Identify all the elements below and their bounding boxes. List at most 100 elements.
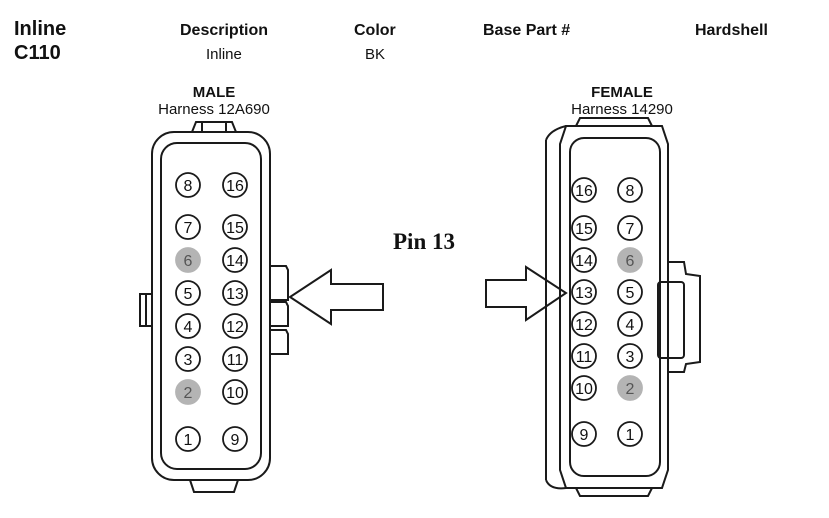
pin-circle bbox=[571, 343, 597, 369]
pin-circle bbox=[175, 426, 201, 452]
female-pin-13: 13 bbox=[571, 279, 597, 305]
color-header: Color bbox=[354, 22, 396, 39]
pin-circle bbox=[617, 311, 643, 337]
male-pin-14: 14 bbox=[222, 247, 248, 273]
female-pin-8: 8 bbox=[617, 177, 643, 203]
pin-circle bbox=[175, 379, 201, 405]
pin-number: 16 bbox=[226, 178, 244, 195]
pin-number: 5 bbox=[184, 286, 193, 303]
female-pin-7: 7 bbox=[617, 215, 643, 241]
pin-number: 14 bbox=[575, 253, 593, 270]
female-pin-14: 14 bbox=[571, 247, 597, 273]
male-harness: Harness 12A690 bbox=[158, 101, 270, 118]
pin-circle bbox=[571, 311, 597, 337]
pin-circle bbox=[222, 172, 248, 198]
pin-circle bbox=[222, 247, 248, 273]
pin-number: 4 bbox=[184, 319, 193, 336]
pin-circle bbox=[571, 247, 597, 273]
pin-circle bbox=[222, 280, 248, 306]
pin-circle bbox=[175, 346, 201, 372]
pin-number: 13 bbox=[226, 286, 244, 303]
connector-name-line1: Inline bbox=[14, 18, 67, 40]
pin-number: 12 bbox=[575, 317, 593, 334]
male-pin-7: 7 bbox=[175, 214, 201, 240]
pin-number: 15 bbox=[226, 220, 244, 237]
female-pin-3: 3 bbox=[617, 343, 643, 369]
hardshell-header: Hardshell bbox=[695, 22, 768, 39]
pin-circle bbox=[617, 177, 643, 203]
pin-number: 6 bbox=[626, 253, 635, 270]
female-pin-11: 11 bbox=[571, 343, 597, 369]
female-pin-12: 12 bbox=[571, 311, 597, 337]
color-value: BK bbox=[365, 46, 386, 63]
male-pin-grid: 8 7 6 5 4 3 2 1 16 15 14 13 12 11 10 9 bbox=[175, 172, 248, 452]
male-pin-1: 1 bbox=[175, 426, 201, 452]
female-connector-body bbox=[545, 117, 701, 497]
pin-number: 7 bbox=[184, 220, 193, 237]
pin-number: 2 bbox=[184, 385, 193, 402]
pin-circle bbox=[571, 177, 597, 203]
pin-circle bbox=[175, 172, 201, 198]
pin-circle bbox=[617, 279, 643, 305]
pin-circle bbox=[617, 247, 643, 273]
pin-number: 8 bbox=[626, 183, 635, 200]
female-pin-10: 10 bbox=[571, 375, 597, 401]
female-pin-5: 5 bbox=[617, 279, 643, 305]
male-pin-9: 9 bbox=[222, 426, 248, 452]
pin-number: 9 bbox=[580, 427, 589, 444]
pin-circle bbox=[571, 215, 597, 241]
female-pin-1: 1 bbox=[617, 421, 643, 447]
left-arrow bbox=[288, 268, 384, 326]
pin-circle bbox=[222, 379, 248, 405]
right-arrow bbox=[485, 265, 568, 322]
pin-number: 4 bbox=[626, 317, 635, 334]
pin-circle bbox=[617, 343, 643, 369]
female-pin-6: 6 bbox=[617, 247, 643, 273]
base-part-header: Base Part # bbox=[483, 22, 571, 39]
pin-number: 12 bbox=[226, 319, 244, 336]
male-pin-3: 3 bbox=[175, 346, 201, 372]
male-pin-4: 4 bbox=[175, 313, 201, 339]
male-pin-5: 5 bbox=[175, 280, 201, 306]
pin-number: 8 bbox=[184, 178, 193, 195]
pin-circle bbox=[617, 375, 643, 401]
pin-number: 10 bbox=[226, 385, 244, 402]
female-pin-9: 9 bbox=[571, 421, 597, 447]
pin-number: 2 bbox=[626, 381, 635, 398]
male-title: MALE bbox=[192, 84, 236, 101]
pin-number: 16 bbox=[575, 183, 593, 200]
male-pin-13: 13 bbox=[222, 280, 248, 306]
pin-circle bbox=[222, 426, 248, 452]
description-header: Description bbox=[180, 22, 269, 39]
pin-number: 3 bbox=[184, 352, 193, 369]
pin-circle bbox=[617, 215, 643, 241]
pin-number: 1 bbox=[626, 427, 635, 444]
female-pin-4: 4 bbox=[617, 311, 643, 337]
male-pin-11: 11 bbox=[222, 346, 248, 372]
female-harness: Harness 14290 bbox=[571, 101, 673, 118]
male-pin-10: 10 bbox=[222, 379, 248, 405]
description-value: Inline bbox=[206, 46, 242, 63]
female-title: FEMALE bbox=[591, 84, 653, 101]
female-pin-15: 15 bbox=[571, 215, 597, 241]
male-pin-2: 2 bbox=[175, 379, 201, 405]
pin-callout-label: Pin 13 bbox=[393, 229, 455, 254]
pin-number: 3 bbox=[626, 349, 635, 366]
pin-number: 13 bbox=[575, 285, 593, 302]
male-connector-body bbox=[139, 121, 289, 493]
female-pin-16: 16 bbox=[571, 177, 597, 203]
pin-number: 9 bbox=[231, 432, 240, 449]
pin-circle bbox=[617, 421, 643, 447]
pin-circle bbox=[222, 346, 248, 372]
pin-number: 11 bbox=[576, 349, 593, 366]
pin-number: 5 bbox=[626, 285, 635, 302]
pin-circle bbox=[571, 375, 597, 401]
pin-number: 15 bbox=[575, 221, 593, 238]
pin-number: 1 bbox=[184, 432, 193, 449]
female-pin-grid: 16 15 14 13 12 11 10 9 8 7 6 5 4 3 2 1 bbox=[571, 177, 643, 447]
pin-number: 14 bbox=[226, 253, 244, 270]
male-pin-6: 6 bbox=[175, 247, 201, 273]
pin-circle bbox=[175, 313, 201, 339]
connector-id: C110 bbox=[14, 42, 61, 64]
